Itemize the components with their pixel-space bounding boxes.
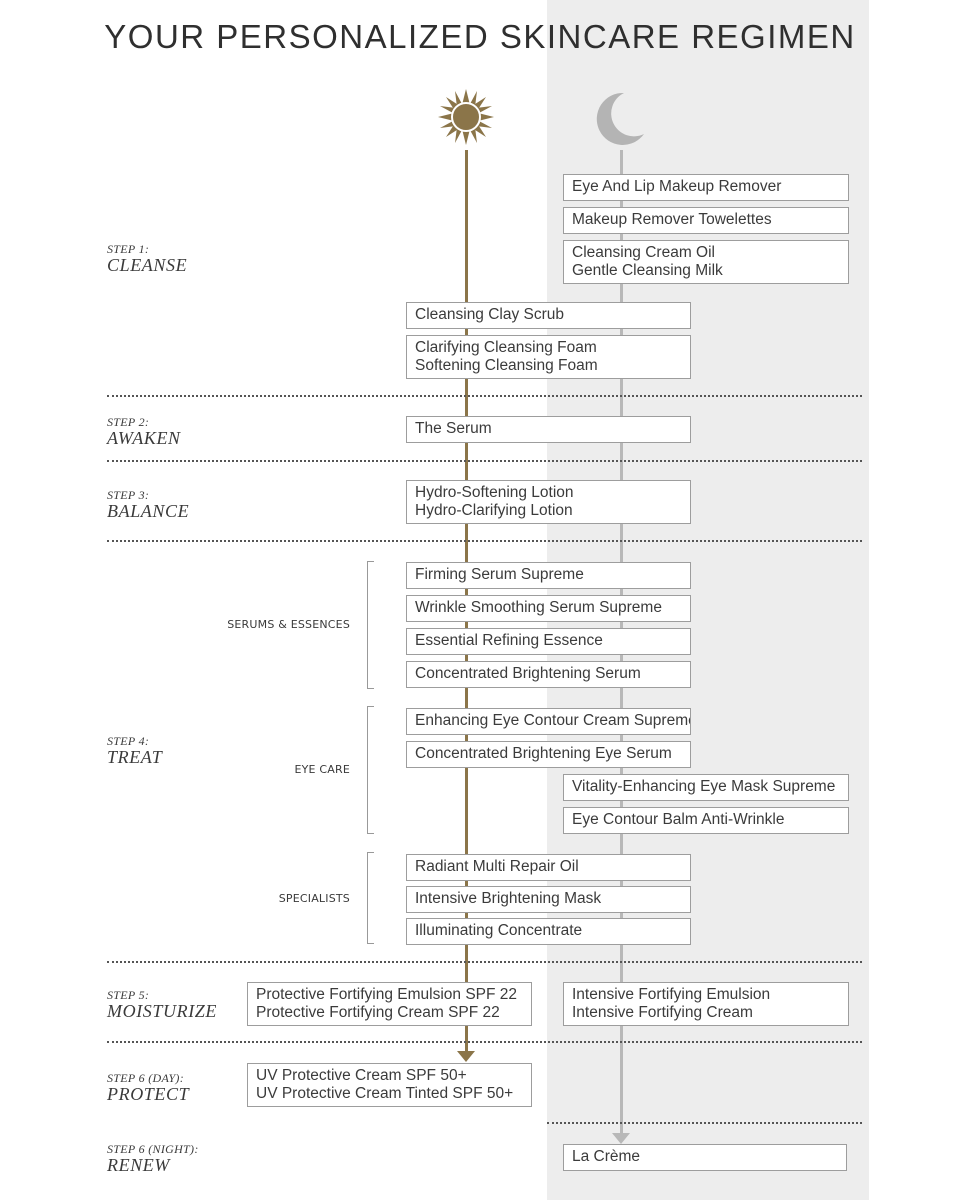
product-box[interactable]: Makeup Remover Towelettes: [563, 207, 849, 234]
product-box[interactable]: Wrinkle Smoothing Serum Supreme: [406, 595, 691, 622]
step-divider: [107, 460, 862, 462]
step-divider: [107, 961, 862, 963]
group-label-specialists: SPECIALISTS: [278, 892, 350, 905]
product-box[interactable]: Radiant Multi Repair Oil: [406, 854, 691, 881]
step-5-label: STEP 5:MOISTURIZE: [107, 988, 217, 1021]
step-divider: [107, 540, 862, 542]
step-divider: [107, 395, 862, 397]
product-box[interactable]: Illuminating Concentrate: [406, 918, 691, 945]
group-label-eye-care: EYE CARE: [294, 763, 350, 776]
step-6-day-label: STEP 6 (DAY):PROTECT: [107, 1071, 190, 1104]
sun-icon: [438, 89, 494, 145]
product-box[interactable]: Vitality-Enhancing Eye Mask Supreme: [563, 774, 849, 801]
product-box[interactable]: La Crème: [563, 1144, 847, 1171]
group-bracket: [367, 852, 374, 944]
product-box[interactable]: Firming Serum Supreme: [406, 562, 691, 589]
step-divider: [107, 1041, 862, 1043]
product-box[interactable]: Eye Contour Balm Anti-Wrinkle: [563, 807, 849, 834]
moon-icon: [596, 92, 644, 145]
group-bracket: [367, 706, 374, 834]
product-box[interactable]: Enhancing Eye Contour Cream Supreme: [406, 708, 691, 735]
step-6-night-label: STEP 6 (NIGHT):RENEW: [107, 1142, 199, 1175]
step-2-label: STEP 2:AWAKEN: [107, 415, 181, 448]
product-box[interactable]: Cleansing Clay Scrub: [406, 302, 691, 329]
product-box[interactable]: Intensive Brightening Mask: [406, 886, 691, 913]
step-1-label: STEP 1:CLEANSE: [107, 242, 188, 275]
group-bracket: [367, 561, 374, 689]
day-timeline-arrow-icon: [457, 1051, 475, 1062]
product-box[interactable]: Concentrated Brightening Eye Serum: [406, 741, 691, 768]
step-divider: [547, 1122, 862, 1124]
group-label-serums-essences: SERUMS & ESSENCES: [227, 618, 350, 631]
step-3-label: STEP 3:BALANCE: [107, 488, 190, 521]
product-box[interactable]: Eye And Lip Makeup Remover: [563, 174, 849, 201]
page-title: YOUR PERSONALIZED SKINCARE REGIMEN: [104, 18, 856, 55]
product-box[interactable]: UV Protective Cream SPF 50+UV Protective…: [247, 1063, 532, 1107]
night-timeline-arrow-icon: [612, 1133, 630, 1144]
product-box[interactable]: Concentrated Brightening Serum: [406, 661, 691, 688]
product-box[interactable]: Essential Refining Essence: [406, 628, 691, 655]
product-box[interactable]: The Serum: [406, 416, 691, 443]
step-4-label: STEP 4:TREAT: [107, 734, 163, 767]
